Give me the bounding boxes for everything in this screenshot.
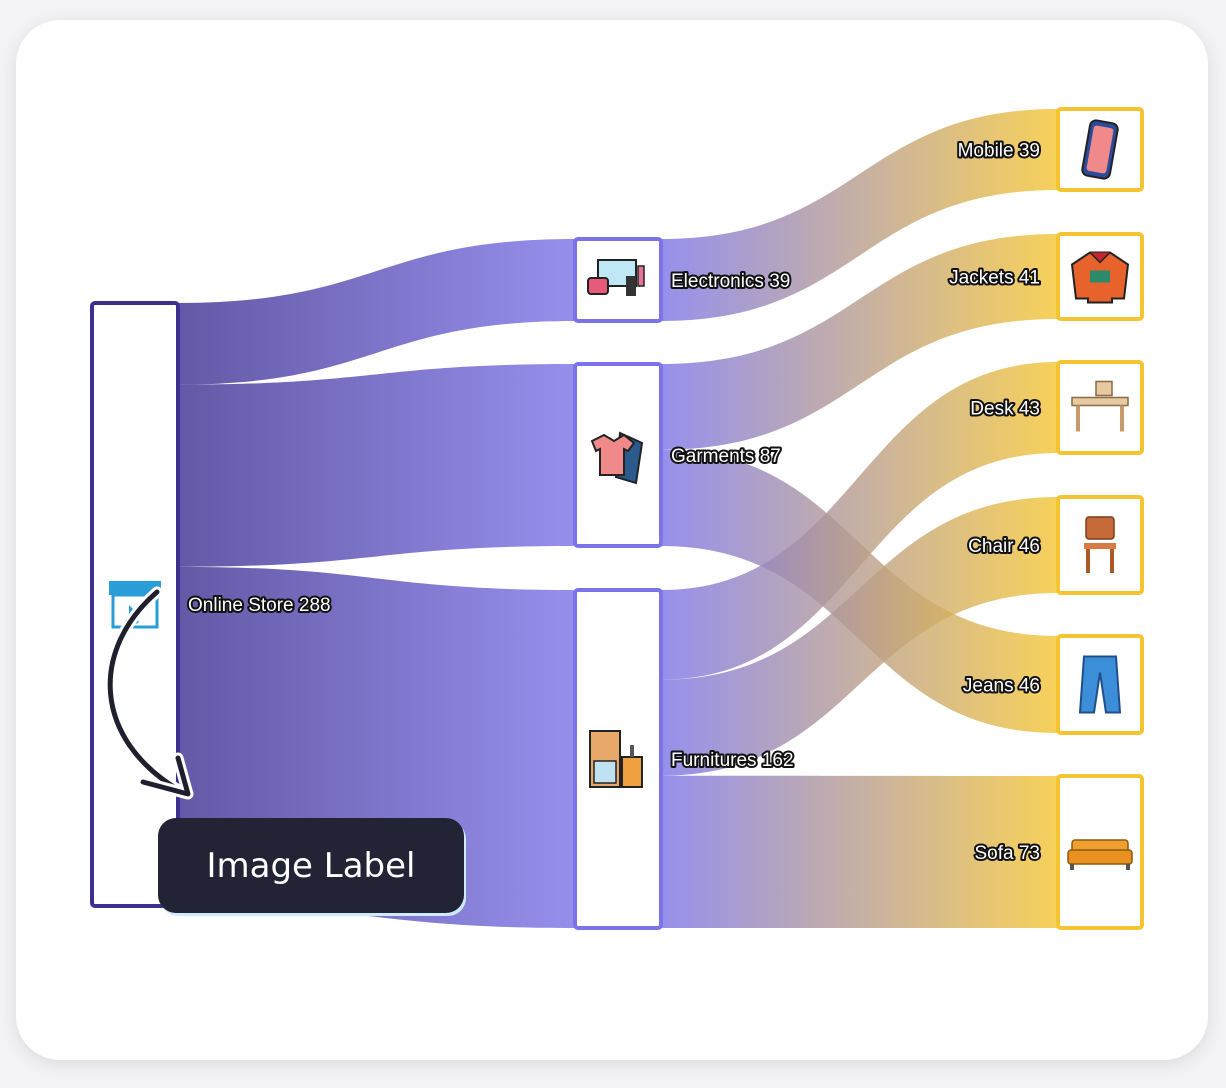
- node-furnitures-label: Furnitures 162: [671, 750, 794, 771]
- node-jeans-label: Jeans 46: [963, 676, 1040, 697]
- sofa-icon: [1067, 839, 1133, 870]
- link-store-to-electronics[interactable]: [178, 239, 575, 385]
- node-store-label: Online Store 288: [188, 595, 331, 616]
- links-layer: [178, 109, 1058, 928]
- node-mobile-label: Mobile 39: [958, 141, 1040, 162]
- link-furnitures-to-desk[interactable]: [661, 362, 1058, 680]
- nodes-layer: [90, 107, 1144, 930]
- node-chair-label: Chair 46: [968, 536, 1040, 557]
- node-store-box[interactable]: [90, 301, 180, 908]
- link-furnitures-to-sofa[interactable]: [661, 775, 1058, 928]
- link-store-to-garments[interactable]: [178, 364, 575, 567]
- mobile-icon: [1081, 119, 1119, 180]
- node-desk-box[interactable]: [1056, 360, 1144, 455]
- garments-icon: [590, 431, 644, 485]
- jeans-icon: [1078, 655, 1122, 714]
- node-mobile[interactable]: [1056, 107, 1144, 192]
- node-jackets-label: Jackets 41: [949, 268, 1040, 289]
- node-electronics-label: Electronics 39: [671, 271, 790, 292]
- node-garments-label: Garments 87: [671, 446, 781, 467]
- node-electronics[interactable]: [573, 237, 663, 323]
- node-store[interactable]: [90, 301, 180, 908]
- link-garments-to-jackets[interactable]: [661, 234, 1058, 450]
- image-label-callout[interactable]: Image Label: [158, 818, 464, 913]
- node-jeans-box[interactable]: [1056, 634, 1144, 735]
- node-garments[interactable]: [573, 362, 663, 548]
- labels-layer: Online Store 288 Electronics 39 Garments 8…: [186, 139, 1042, 867]
- node-desk-label: Desk 43: [970, 399, 1040, 420]
- node-sofa[interactable]: [1056, 774, 1144, 930]
- furniture-icon: [589, 730, 643, 788]
- node-furnitures[interactable]: [573, 588, 663, 930]
- jacket-icon: [1070, 251, 1130, 304]
- chair-icon: [1084, 516, 1116, 573]
- electronics-icon: [587, 259, 645, 296]
- callout-arrow: [104, 586, 194, 800]
- link-electronics-to-mobile[interactable]: [661, 109, 1058, 321]
- node-desk[interactable]: [1056, 360, 1144, 455]
- node-jeans[interactable]: [1056, 634, 1144, 735]
- node-jackets[interactable]: [1056, 232, 1144, 321]
- desk-icon: [1071, 380, 1129, 432]
- node-sofa-label: Sofa 73: [975, 843, 1041, 864]
- node-chair[interactable]: [1056, 495, 1144, 595]
- link-furnitures-to-chair[interactable]: [661, 497, 1058, 776]
